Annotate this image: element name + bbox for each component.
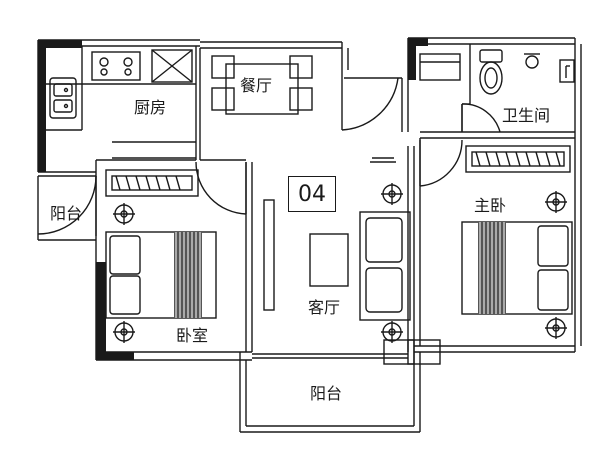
dining-table [211, 55, 313, 115]
dining-label: 餐厅 [240, 76, 273, 95]
balcony-left-label: 阳台 [50, 204, 83, 223]
ceiling-fixtures [113, 183, 567, 343]
master-bedroom-label: 主卧 [474, 196, 507, 215]
walls [37, 37, 582, 433]
bathroom-fixtures [419, 49, 575, 95]
closet-left [105, 169, 199, 197]
unit-number-badge: 04 [288, 176, 336, 212]
kitchen-fixtures [46, 49, 193, 131]
kitchen-label: 厨房 [134, 98, 167, 117]
living-furniture [263, 157, 411, 321]
living-room-label: 客厅 [308, 298, 341, 317]
balcony-bottom-label: 阳台 [310, 384, 343, 403]
doors [37, 70, 501, 236]
bedroom-label: 卧室 [176, 326, 209, 345]
bathroom-label: 卫生间 [502, 106, 551, 125]
closet-right [465, 145, 571, 173]
thick-walls [38, 38, 428, 360]
bed-right [461, 221, 573, 315]
bed-left [105, 231, 217, 319]
